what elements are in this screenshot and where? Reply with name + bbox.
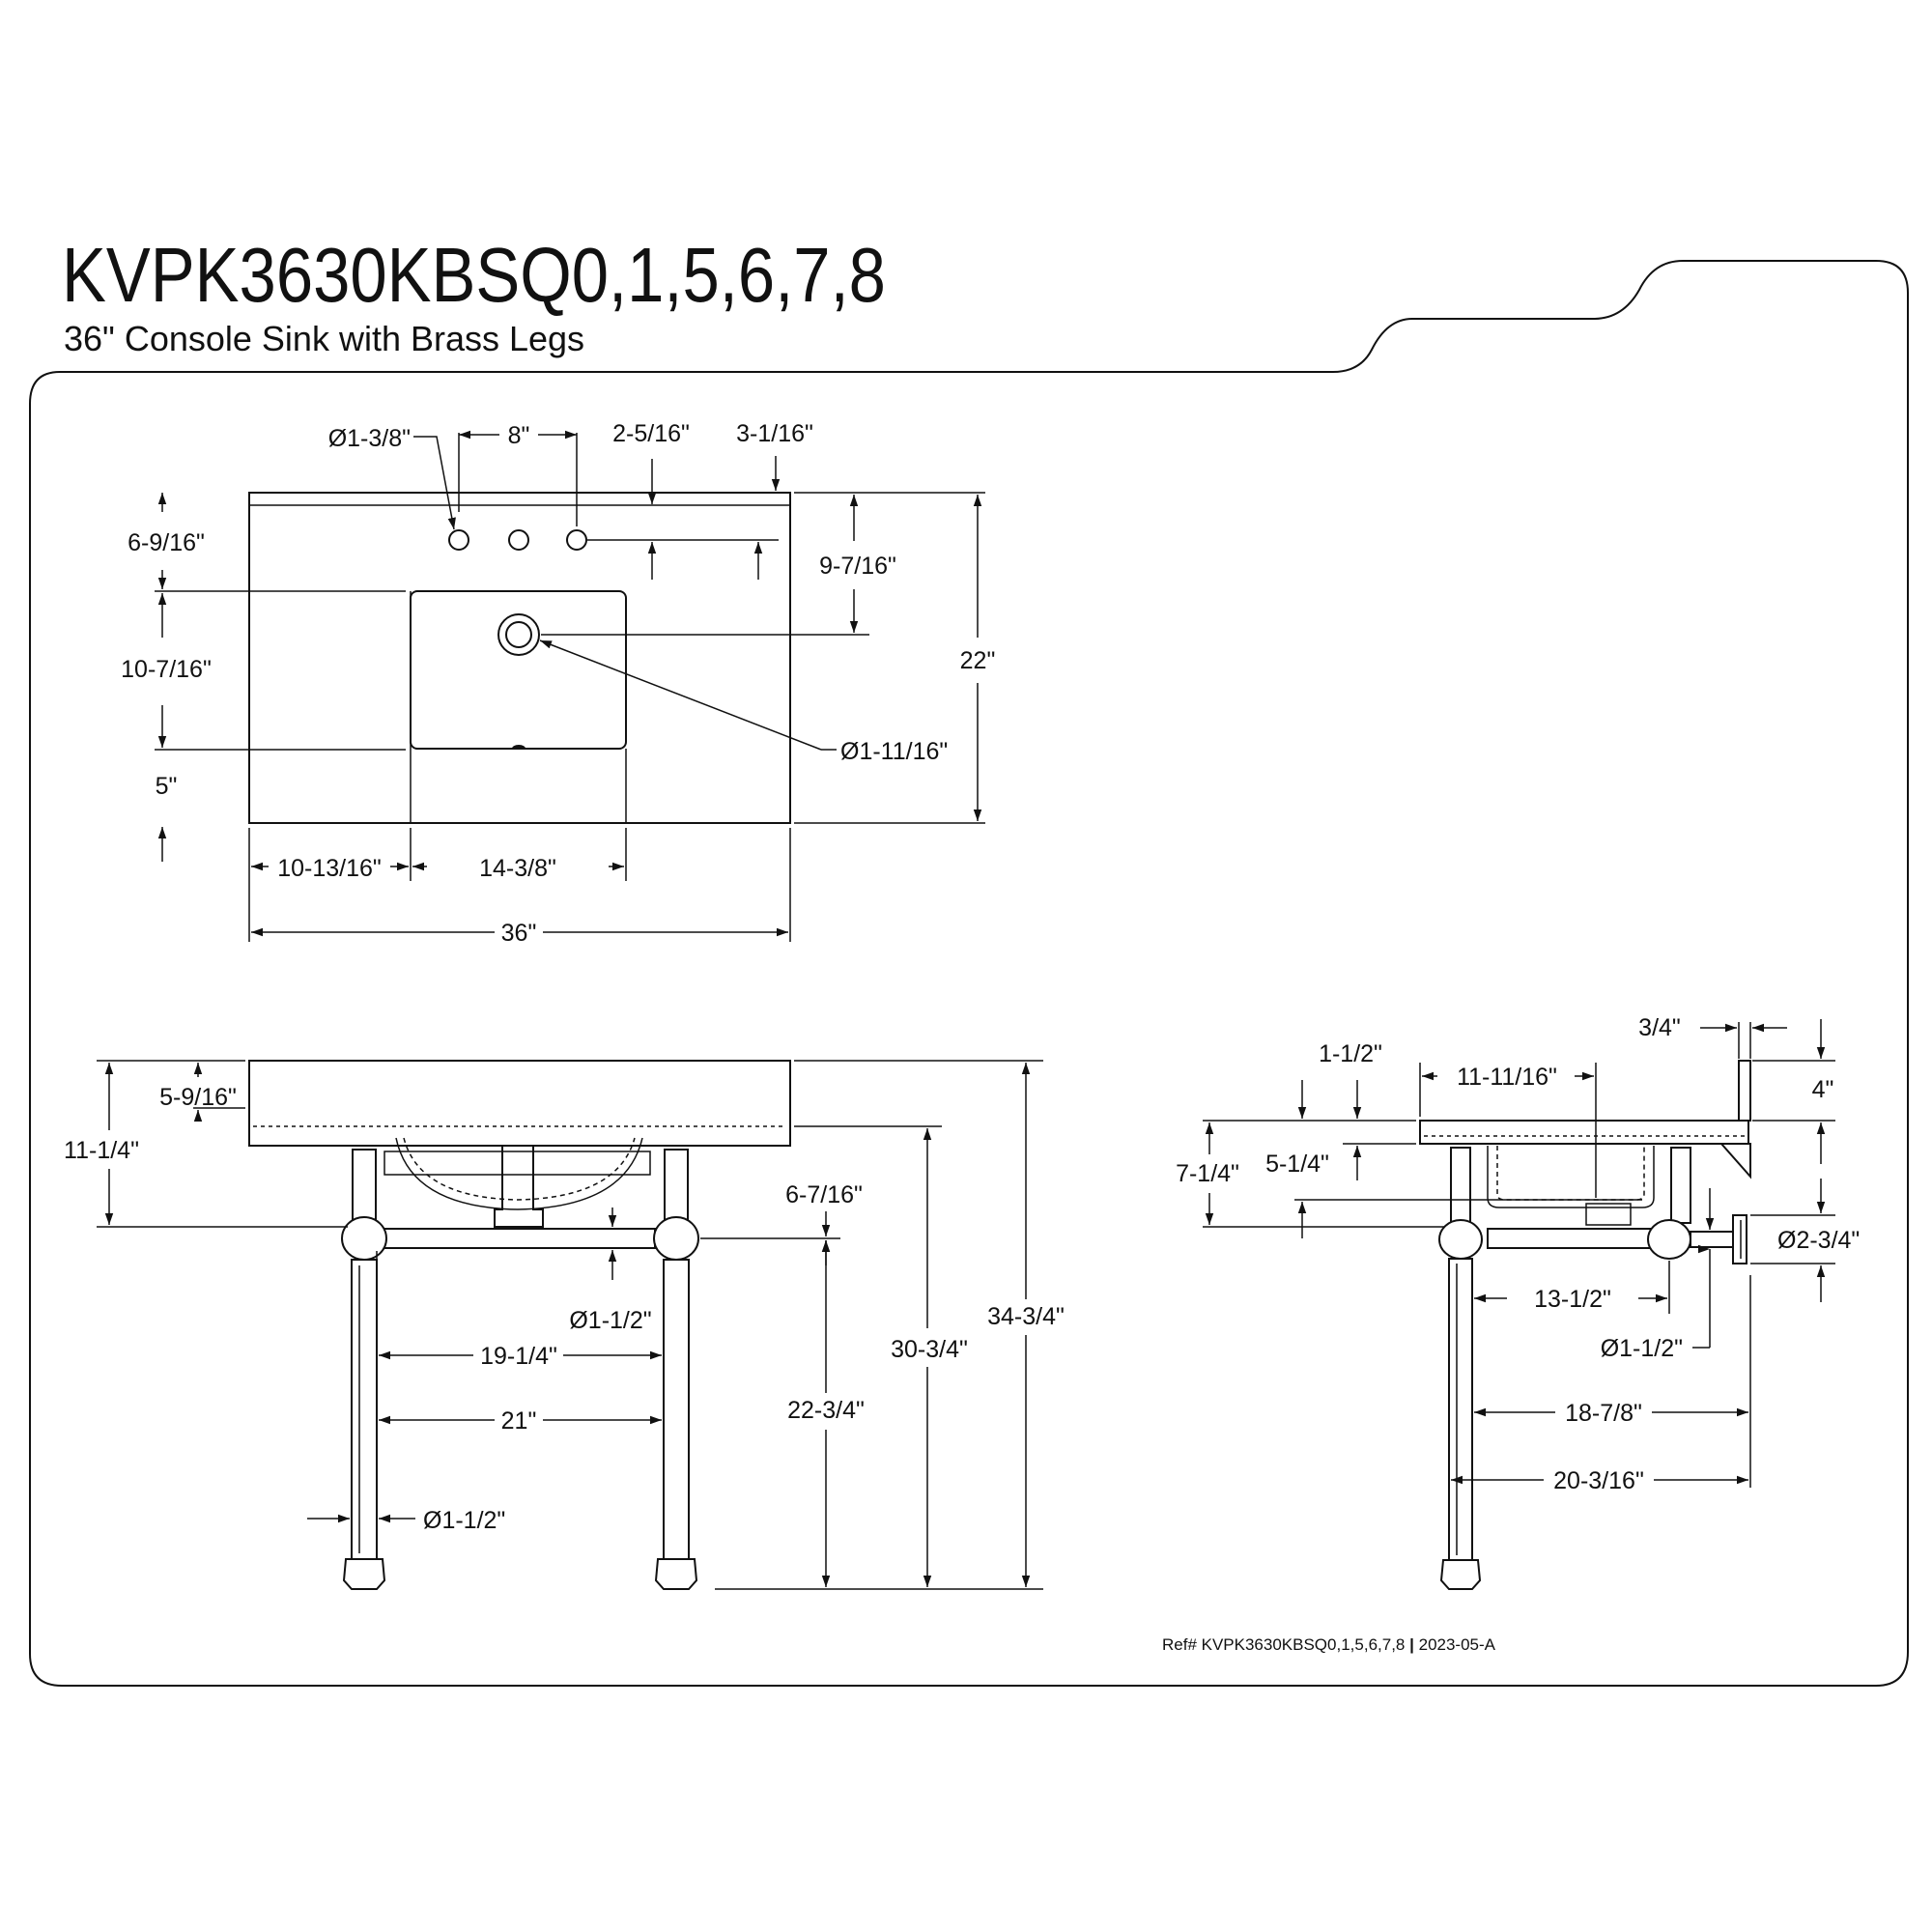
side-leg [1448, 1258, 1473, 1561]
front-leg-left [351, 1259, 378, 1560]
dim-under-top-height: 30-3/4" [891, 1336, 968, 1363]
dim-bowl-width: 14-3/8" [479, 855, 556, 882]
dim-backsplash-thickness: 3/4" [1638, 1014, 1681, 1041]
drawing-frame [29, 260, 1909, 1687]
dim-inner-leg-span: 19-1/4" [480, 1343, 557, 1370]
side-view-bowl [1487, 1146, 1655, 1208]
front-rail-joint-right [653, 1216, 699, 1261]
dim-top-thickness: 5-9/16" [159, 1084, 237, 1111]
dim-back-to-hole: 2-5/16" [612, 420, 690, 447]
side-view-countertop [1419, 1120, 1749, 1145]
side-rail-joint-rear [1647, 1219, 1691, 1260]
faucet-hole-left [448, 529, 469, 551]
side-view-wall-bracket [1719, 1143, 1751, 1179]
top-view-overflow-slot [512, 745, 526, 749]
dim-left-to-bowl: 10-13/16" [277, 855, 382, 882]
side-leg-top-rear [1670, 1147, 1691, 1224]
dim-faucet-hole-dia: Ø1-3/8" [328, 425, 411, 452]
dim-overall-width: 36" [501, 920, 537, 947]
front-leg-left-top [352, 1149, 377, 1226]
ref-separator: | [1409, 1635, 1414, 1654]
dim-leg-dia: Ø1-1/2" [423, 1507, 505, 1534]
side-view: 3/4" 4" 1-1/2" 11-11/16" 5-1/4" 7-1/4" [1176, 1014, 1860, 1590]
side-rail-to-wall [1690, 1231, 1734, 1248]
dim-leg-outer-to-wall: 20-3/16" [1553, 1467, 1644, 1494]
side-rail-joint-front [1438, 1219, 1483, 1260]
drain-outer [497, 613, 540, 656]
dim-rail-to-top: 6-7/16" [785, 1181, 863, 1208]
top-view: 8" Ø1-3/8" 2-5/16" 3-1/16" 9-7/16" 22" [121, 420, 995, 947]
front-leg-right-top [664, 1149, 689, 1226]
dim-backsplash-height: 4" [1812, 1076, 1834, 1103]
side-leg-top [1450, 1147, 1471, 1224]
dim-overall-height: 34-3/4" [987, 1303, 1065, 1330]
dim-leg-to-rail-end: 13-1/2" [1534, 1286, 1611, 1313]
faucet-hole-center [508, 529, 529, 551]
dim-left-to-bowl-front: 6-9/16" [128, 529, 205, 556]
side-wall-flange [1732, 1214, 1747, 1264]
dim-rail-height: 22-3/4" [787, 1397, 865, 1424]
dim-bowl-depth-inner: 5-1/4" [1265, 1151, 1329, 1178]
front-view: 11-1/4" 5-9/16" 6-7/16" Ø1-1/2" 19-1/4" … [64, 1060, 1065, 1590]
dim-backsplash-depth: 3-1/16" [736, 420, 813, 447]
dim-leg-to-wall: 18-7/8" [1565, 1400, 1642, 1427]
front-view-drain-pipe [494, 1146, 544, 1228]
model-number-title: KVPK3630KBSQ0,1,5,6,7,8 [62, 232, 886, 318]
front-view-bowl [395, 1137, 643, 1210]
front-view-countertop [248, 1060, 791, 1147]
dim-bowl-length: 10-7/16" [121, 656, 212, 683]
faucet-hole-right [566, 529, 587, 551]
side-view-backsplash [1738, 1060, 1751, 1122]
dim-flange-dia: Ø2-3/4" [1777, 1227, 1860, 1254]
front-leg-right [663, 1259, 690, 1560]
dim-front-to-bowl: 11-11/16" [1457, 1064, 1557, 1091]
front-foot-left [342, 1558, 386, 1590]
front-rail-joint-left [341, 1216, 387, 1261]
top-view-countertop [248, 492, 791, 824]
reference-number: Ref# KVPK3630KBSQ0,1,5,6,7,8 | 2023-05-A [1162, 1635, 1495, 1655]
side-foot [1439, 1559, 1482, 1590]
dim-rail-dia: Ø1-1/2" [569, 1307, 651, 1334]
dim-faucet-spread: 8" [508, 422, 530, 449]
product-description: 36" Console Sink with Brass Legs [64, 319, 585, 358]
dim-drain-dia: Ø1-11/16" [840, 738, 948, 765]
dim-outer-leg-span: 21" [501, 1407, 537, 1435]
side-rail [1487, 1228, 1653, 1249]
dim-front-margin: 5" [156, 773, 178, 800]
dim-bowl-depth: 7-1/4" [1176, 1160, 1239, 1187]
dim-top-to-rail: 11-1/4" [64, 1137, 139, 1164]
front-rail [384, 1228, 656, 1249]
dim-side-rail-dia: Ø1-1/2" [1601, 1335, 1683, 1362]
drain-inner [505, 621, 532, 648]
ref-model: Ref# KVPK3630KBSQ0,1,5,6,7,8 [1161, 1635, 1406, 1654]
ref-revision: 2023-05-A [1418, 1635, 1495, 1654]
dim-overall-depth: 22" [960, 647, 996, 674]
dim-back-to-drain: 9-7/16" [819, 553, 896, 580]
dim-top-edge: 1-1/2" [1319, 1040, 1382, 1067]
front-foot-right [654, 1558, 698, 1590]
